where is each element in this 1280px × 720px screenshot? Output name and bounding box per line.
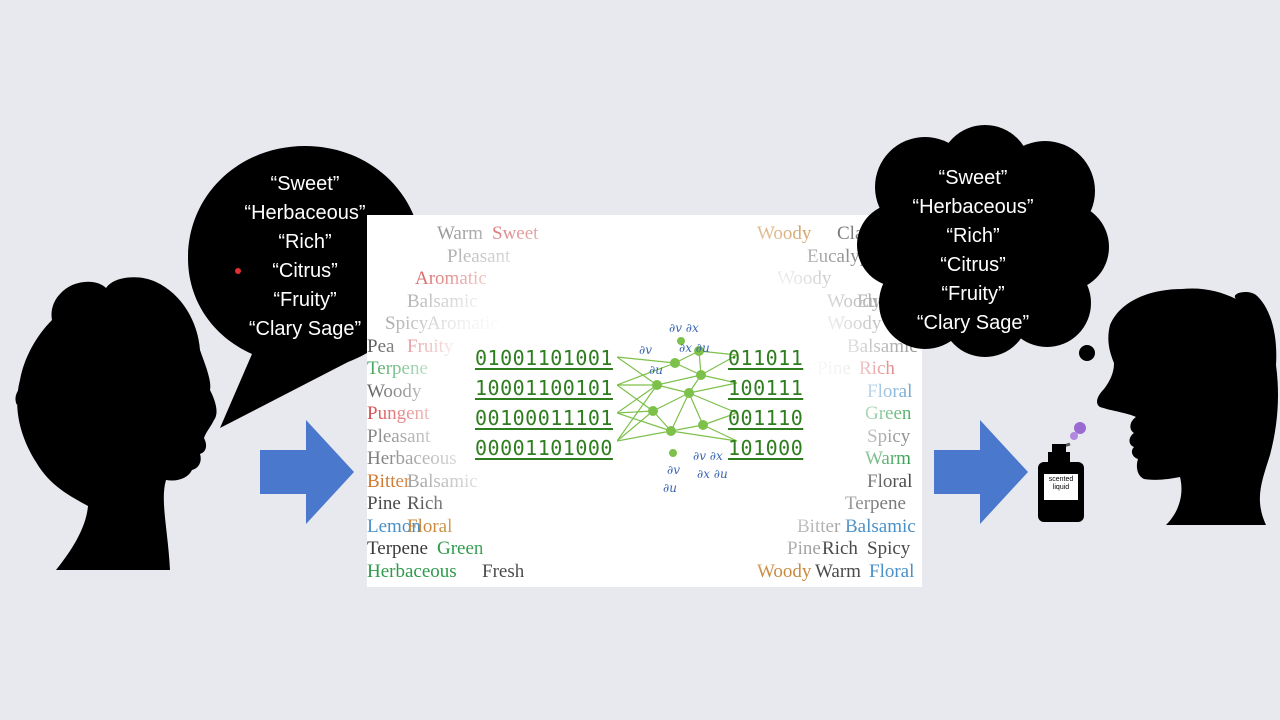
speech-bubble-text: “Sweet” “Herbaceous” “Rich” “Citrus” “Fr… [210,170,400,344]
speech-descriptor: “Clary Sage” [248,318,362,340]
math-label: ∂x ∂u [679,341,710,355]
thought-bubble-text: “Sweet” “Herbaceous” “Rich” “Citrus” “Fr… [878,164,1068,338]
input-bit-row: 00001101000 [475,436,613,460]
input-bit-row: 10001100101 [475,376,613,400]
math-label: ∂u [663,481,677,495]
speech-descriptor: “Citrus” [272,260,338,282]
math-label: ∂v [667,463,680,477]
man-silhouette [1097,288,1278,525]
output-bit-row: 100111 [728,376,804,400]
arrow-right-icon [934,420,1028,524]
arrow-right-icon [260,420,354,524]
input-bit-row: 01001101001 [475,346,613,370]
math-label: ∂x ∂u [697,467,728,481]
thought-bubble [857,125,1109,361]
woman-silhouette [15,277,217,570]
speech-descriptor: “Fruity” [273,289,337,311]
model-panel: WarmSweetWoodyClaryPleasantEucalyptusAro… [367,215,922,587]
bottle-label: scented liquid [1048,476,1074,491]
output-bit-row: 001110 [728,406,804,430]
output-bit-row: 101000 [728,436,804,460]
speech-descriptor: “Herbaceous” [244,202,366,224]
math-label: ∂v ∂x [693,449,723,463]
scent-bottle-icon [1038,422,1086,522]
input-bit-row: 00100011101 [475,406,613,430]
thought-descriptor: “Herbaceous” [912,196,1034,218]
output-bits: 011011 100111 001110 101000 [728,343,803,463]
speech-descriptor: “Rich” [278,231,332,253]
thought-descriptor: “Clary Sage” [916,312,1030,334]
math-label: ∂u [649,363,663,377]
thought-descriptor: “Fruity” [941,283,1005,305]
speech-descriptor: “Sweet” [270,173,340,195]
panel-fade [367,215,922,587]
thought-descriptor: “Sweet” [938,167,1008,189]
bullet-dot [235,268,241,274]
input-bits: 01001101001 10001100101 00100011101 0000… [475,343,613,463]
thought-descriptor: “Citrus” [940,254,1006,276]
output-bit-row: 011011 [728,346,804,370]
thought-descriptor: “Rich” [946,225,1000,247]
speech-bubble [188,146,422,428]
math-label: ∂v ∂x [669,321,699,335]
neural-network [617,337,737,457]
math-label: ∂v [639,343,652,357]
